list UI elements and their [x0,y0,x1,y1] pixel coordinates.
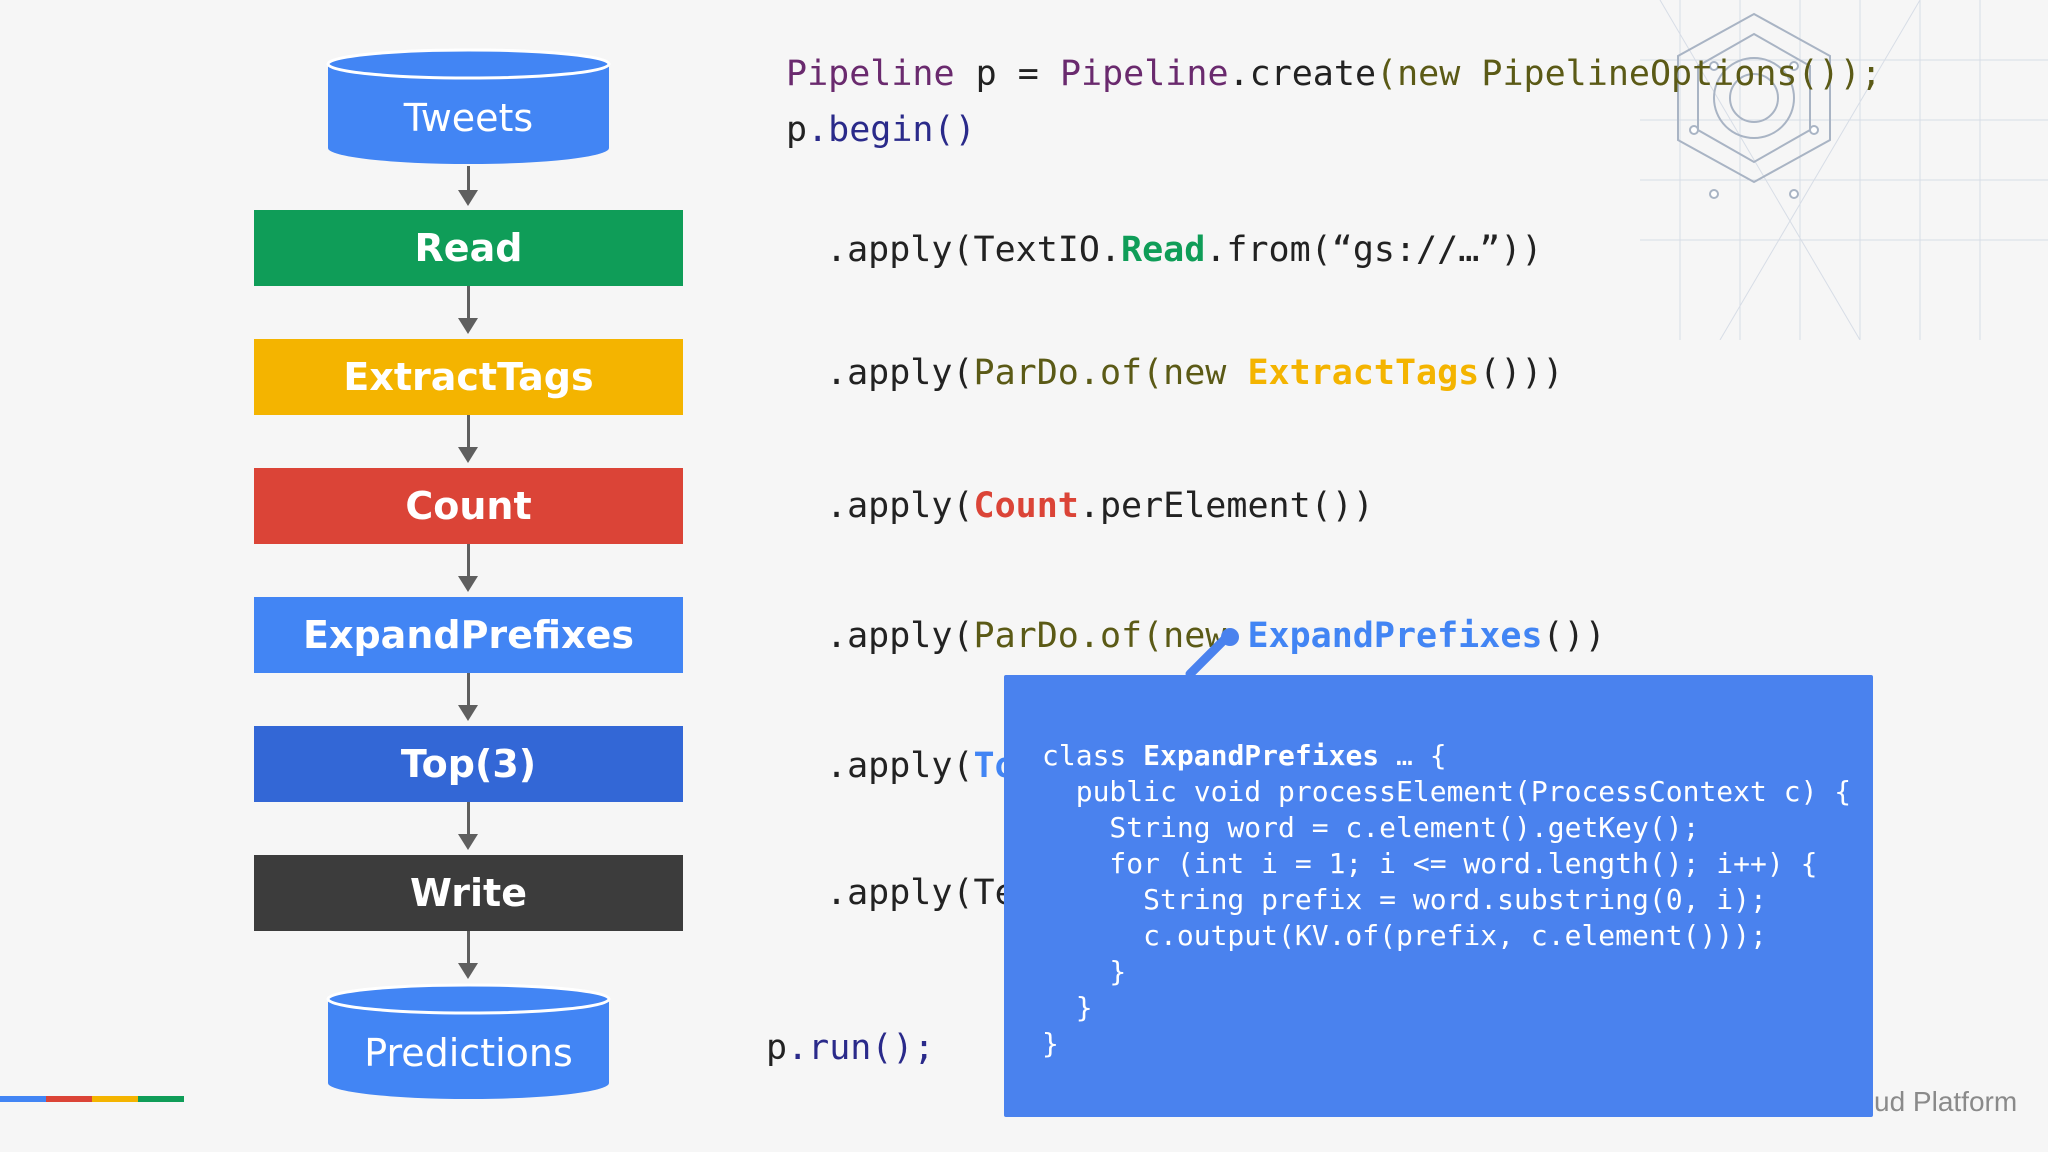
code-line-begin: p.begin() [786,110,976,150]
arrow-head-icon [458,576,478,592]
popup-code-line: } [1042,1027,1059,1060]
arrow-head-icon [458,318,478,334]
popup-code-line: public void processElement(ProcessContex… [1042,775,1852,808]
database-icon [326,48,611,165]
arrow-head-icon [458,447,478,463]
flow-arrow [467,166,470,192]
step-write: Write [254,855,683,931]
code-line-top: .apply(To [826,746,1016,786]
brand-strip-segment [138,1096,184,1102]
flow-arrow [467,931,470,965]
tweets-database: Tweets [326,48,611,166]
step-expandprefixes: ExpandPrefixes [254,597,683,673]
brand-strip-segment [92,1096,138,1102]
step-extracttags: ExtractTags [254,339,683,415]
flow-arrow [467,415,470,449]
code-line-expandprefixes: .apply(ParDo.of(new ExpandPrefixes()) [826,616,1606,656]
database-icon [326,983,611,1100]
predictions-database: Predictions [326,983,611,1101]
code-line-extracttags: .apply(ParDo.of(new ExtractTags())) [826,353,1564,393]
code-line-read: .apply(TextIO.Read.from(“gs://…”)) [826,230,1543,270]
brand-strip-segment [46,1096,92,1102]
popup-code-line: for (int i = 1; i <= word.length(); i++)… [1042,847,1818,880]
flow-arrow [467,673,470,707]
popup-code-line: String word = c.element().getKey(); [1042,811,1700,844]
code-line-count: .apply(Count.perElement()) [826,486,1374,526]
popup-code-line: String prefix = word.substring(0, i); [1042,883,1767,916]
arrow-head-icon [458,705,478,721]
popup-code-line: c.output(KV.of(prefix, c.element())); [1042,919,1767,952]
source-label: Tweets [403,96,534,140]
brand-text: ud Platform [1874,1086,2018,1117]
flow-arrow [467,544,470,578]
arrow-head-icon [458,834,478,850]
arrow-head-icon [458,190,478,206]
flow-arrow [467,286,470,320]
popup-code-line: class ExpandPrefixes … { [1042,739,1447,772]
class-code-popup: class ExpandPrefixes … { public void pro… [1004,675,1873,1117]
flow-arrow [467,802,470,836]
step-read: Read [254,210,683,286]
code-line-create: Pipeline p = Pipeline.create(new Pipelin… [786,54,1882,94]
cloud-platform-hexagon-icon [1640,0,2048,340]
step-count: Count [254,468,683,544]
popup-code-line: } [1042,955,1127,988]
arrow-head-icon [458,963,478,979]
popup-code-line: } [1042,991,1093,1024]
code-line-run: p.run(); [766,1028,935,1068]
step-top3: Top(3) [254,726,683,802]
sink-label: Predictions [364,1031,573,1075]
brand-strip-segment [0,1096,46,1102]
